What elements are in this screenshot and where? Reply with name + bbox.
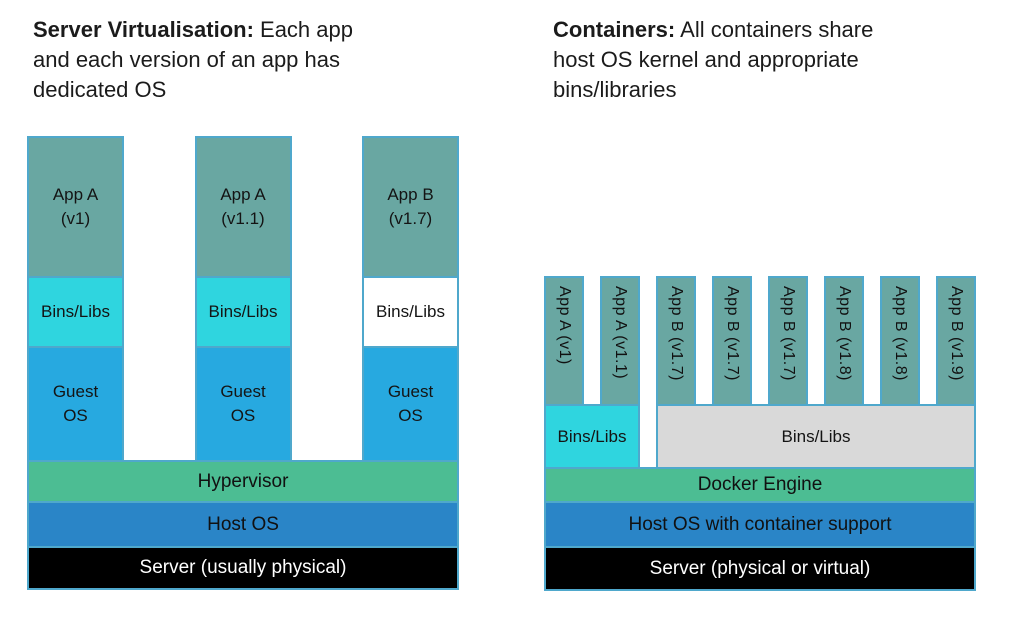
title-bold-text: Containers: [553,17,676,42]
bins-libs-box: Bins/Libs [362,276,459,348]
docker-engine-bar: Docker Engine [544,467,976,503]
hypervisor-bar: Hypervisor [27,460,459,503]
server-virtualisation-stack: App A (v1) Bins/Libs Guest OS App A (v1.… [27,136,459,590]
container-box: App A (v1) [544,276,584,406]
title-line: Server Virtualisation: Each app [33,17,353,42]
title-line: bins/libraries [553,77,677,102]
containers-title: Containers: All containers share host OS… [553,15,873,105]
shared-bins-libs-box: Bins/Libs [656,404,976,469]
host-os-bar: Host OS with container support [544,501,976,548]
app-box: App B (v1.7) [362,136,459,278]
container-box: App B (v1.8) [824,276,864,406]
container-box: App B (v1.7) [656,276,696,406]
title-bold-text: Server Virtualisation: [33,17,254,42]
container-box: App A (v1.1) [600,276,640,406]
bins-libs-box: Bins/Libs [27,276,124,348]
guest-os-box: Guest OS [362,346,459,462]
vm-stack: App A (v1.1) Bins/Libs Guest OS [194,136,292,462]
server-virtualisation-title: Server Virtualisation: Each app and each… [33,15,353,105]
containers-stack: App A (v1) App A (v1.1) App B (v1.7) App… [544,276,976,591]
server-bar: Server (physical or virtual) [544,546,976,591]
title-line: Containers: All containers share [553,17,874,42]
bins-libs-row: Bins/Libs Bins/Libs [544,404,976,469]
server-bar: Server (usually physical) [27,546,459,590]
vm-stacks: App A (v1) Bins/Libs Guest OS App A (v1.… [27,136,459,462]
host-os-bar: Host OS [27,501,459,548]
app-box: App A (v1) [27,136,124,278]
container-box: App B (v1.9) [936,276,976,406]
app-box: App A (v1.1) [194,136,292,278]
title-line: dedicated OS [33,77,167,102]
bins-libs-box: Bins/Libs [194,276,292,348]
container-boxes: App A (v1) App A (v1.1) App B (v1.7) App… [544,276,976,406]
guest-os-box: Guest OS [194,346,292,462]
container-box: App B (v1.8) [880,276,920,406]
title-line: and each version of an app has [33,47,341,72]
guest-os-box: Guest OS [27,346,124,462]
title-line: host OS kernel and appropriate [553,47,859,72]
container-box: App B (v1.7) [712,276,752,406]
vm-stack: App A (v1) Bins/Libs Guest OS [27,136,124,462]
vm-stack: App B (v1.7) Bins/Libs Guest OS [362,136,459,462]
container-box: App B (v1.7) [768,276,808,406]
bins-libs-box: Bins/Libs [544,404,640,469]
